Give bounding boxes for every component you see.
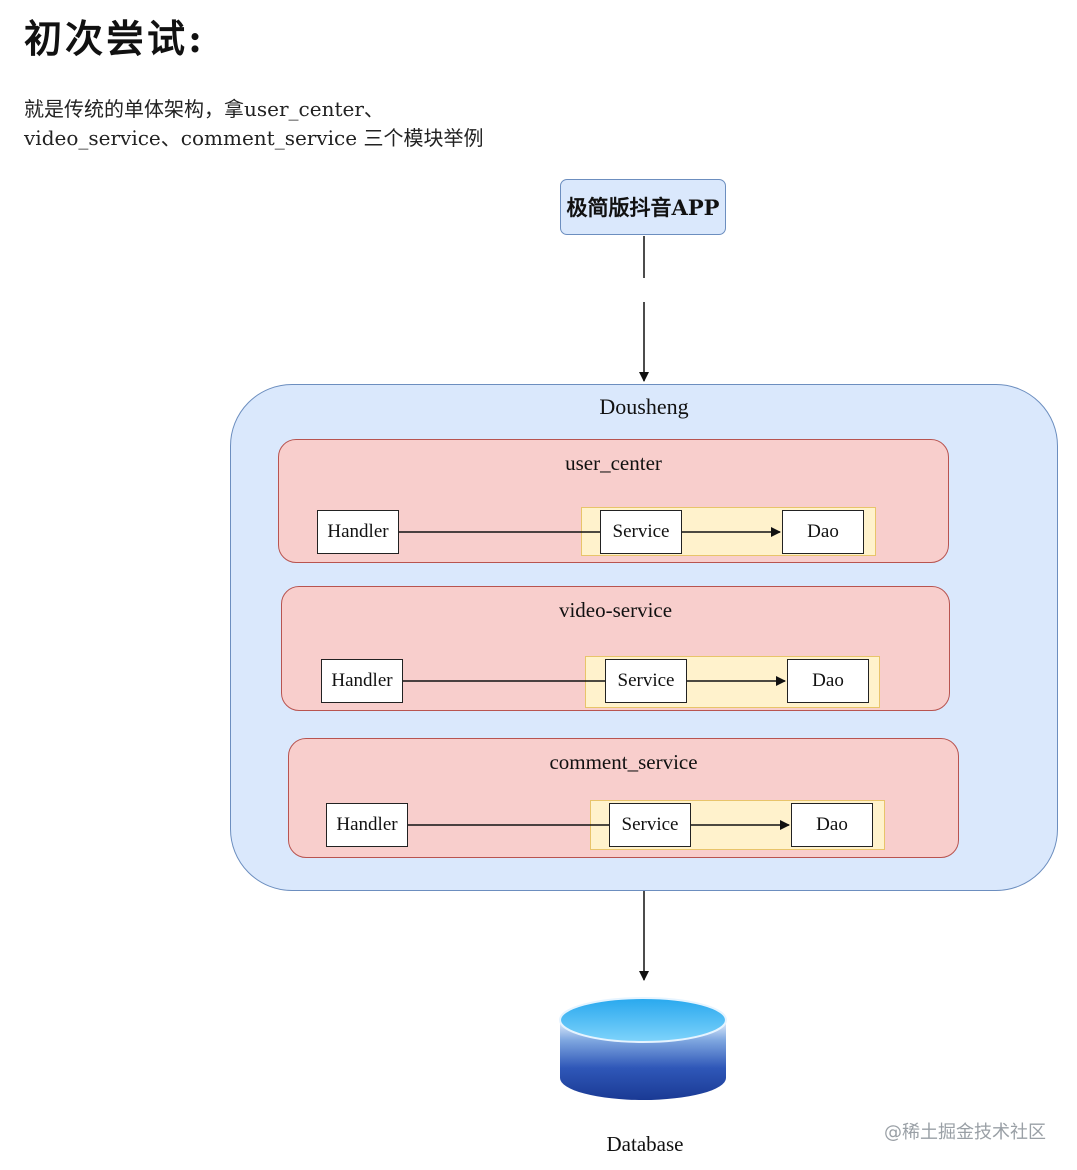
handler-node: Handler — [321, 659, 403, 703]
intro-line-2: video_service、comment_service 三个模块举例 — [24, 126, 484, 150]
database-icon — [559, 997, 727, 1100]
module-title: video-service — [558, 598, 673, 622]
database-label: Database — [606, 1132, 684, 1156]
intro-line-1: 就是传统的单体架构，拿user_center、 — [24, 97, 384, 121]
dao-node: Dao — [782, 510, 864, 554]
handler-node: Handler — [326, 803, 408, 847]
dousheng-title: Dousheng — [599, 394, 689, 419]
service-node: Service — [605, 659, 687, 703]
dao-node: Dao — [791, 803, 873, 847]
page-heading: 初次尝试: — [24, 16, 206, 61]
module-title: user_center — [565, 451, 662, 475]
client-app-node: 极简版抖音APP — [560, 179, 726, 235]
handler-node: Handler — [317, 510, 399, 554]
service-node: Service — [609, 803, 691, 847]
watermark: @稀土掘金技术社区 — [884, 1122, 1046, 1143]
intro-paragraph: 就是传统的单体架构，拿user_center、 video_service、co… — [24, 95, 544, 153]
module-title: comment_service — [549, 750, 698, 774]
dao-node: Dao — [787, 659, 869, 703]
service-node: Service — [600, 510, 682, 554]
